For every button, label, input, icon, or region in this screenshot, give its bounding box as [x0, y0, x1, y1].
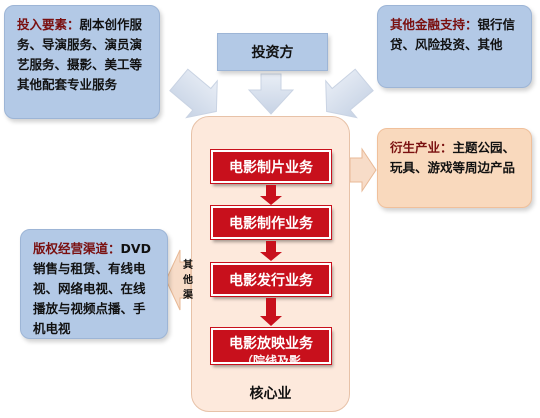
- stage-production: 电影制片业务: [210, 149, 332, 184]
- connector-3: [260, 298, 282, 326]
- arrow-inputs-to-core: [169, 68, 218, 119]
- connector-1: [260, 185, 282, 205]
- other-channel-char-3: 渠: [183, 290, 193, 301]
- inputs-title: 投入要素：: [17, 17, 80, 32]
- arrow-finance-to-core: [325, 68, 374, 119]
- derivative-title: 衍生产业：: [390, 140, 453, 155]
- stage-making-label: 电影制作业务: [229, 215, 313, 232]
- finance-box: 其他金融支持：银行信贷、风险投资、其他: [377, 5, 532, 88]
- core-label: 核心业: [249, 386, 292, 402]
- inputs-body: 剧本创作服务、导演服务、演员演艺服务、摄影、美工等其他配套专业服务: [17, 17, 143, 92]
- copyright-title: 版权经营渠道：: [33, 241, 121, 256]
- arrow-investor-to-core: [247, 73, 295, 115]
- connector-2: [260, 241, 282, 261]
- derivative-box: 衍生产业：主题公园、玩具、游戏等周边产品: [377, 128, 532, 208]
- finance-title: 其他金融支持：: [390, 17, 478, 32]
- inputs-box: 投入要素：剧本创作服务、导演服务、演员演艺服务、摄影、美工等其他配套专业服务: [4, 5, 160, 119]
- arrow-core-to-derivative: [349, 147, 377, 193]
- copyright-body: DVD销售与租赁、有线电视、网络电视、在线播放与视频点播、手机电视: [33, 241, 151, 336]
- other-channel-label: 其 他 渠: [180, 258, 196, 303]
- other-channel-char-1: 其: [183, 260, 193, 271]
- stage-exhibition: 电影放映业务 （院线及影: [210, 327, 332, 365]
- stage-distribution: 电影发行业务: [210, 262, 332, 297]
- stage-distribution-label: 电影发行业务: [229, 272, 313, 289]
- stage-production-label: 电影制片业务: [229, 159, 313, 176]
- stage-exhibition-label: 电影放映业务: [229, 336, 313, 352]
- arrow-core-to-copyright: [165, 249, 192, 311]
- copyright-box: 版权经营渠道：DVD销售与租赁、有线电视、网络电视、在线播放与视频点播、手机电视: [20, 229, 168, 339]
- investor-label: 投资方: [251, 45, 294, 61]
- investor-box: 投资方: [217, 33, 328, 71]
- stage-exhibition-sub: （院线及影: [240, 354, 301, 364]
- other-channel-char-2: 他: [183, 275, 193, 286]
- derivative-body: 主题公园、玩具、游戏等周边产品: [390, 140, 516, 175]
- stage-making: 电影制作业务: [210, 205, 332, 240]
- finance-body: 银行信贷、风险投资、其他: [390, 17, 516, 52]
